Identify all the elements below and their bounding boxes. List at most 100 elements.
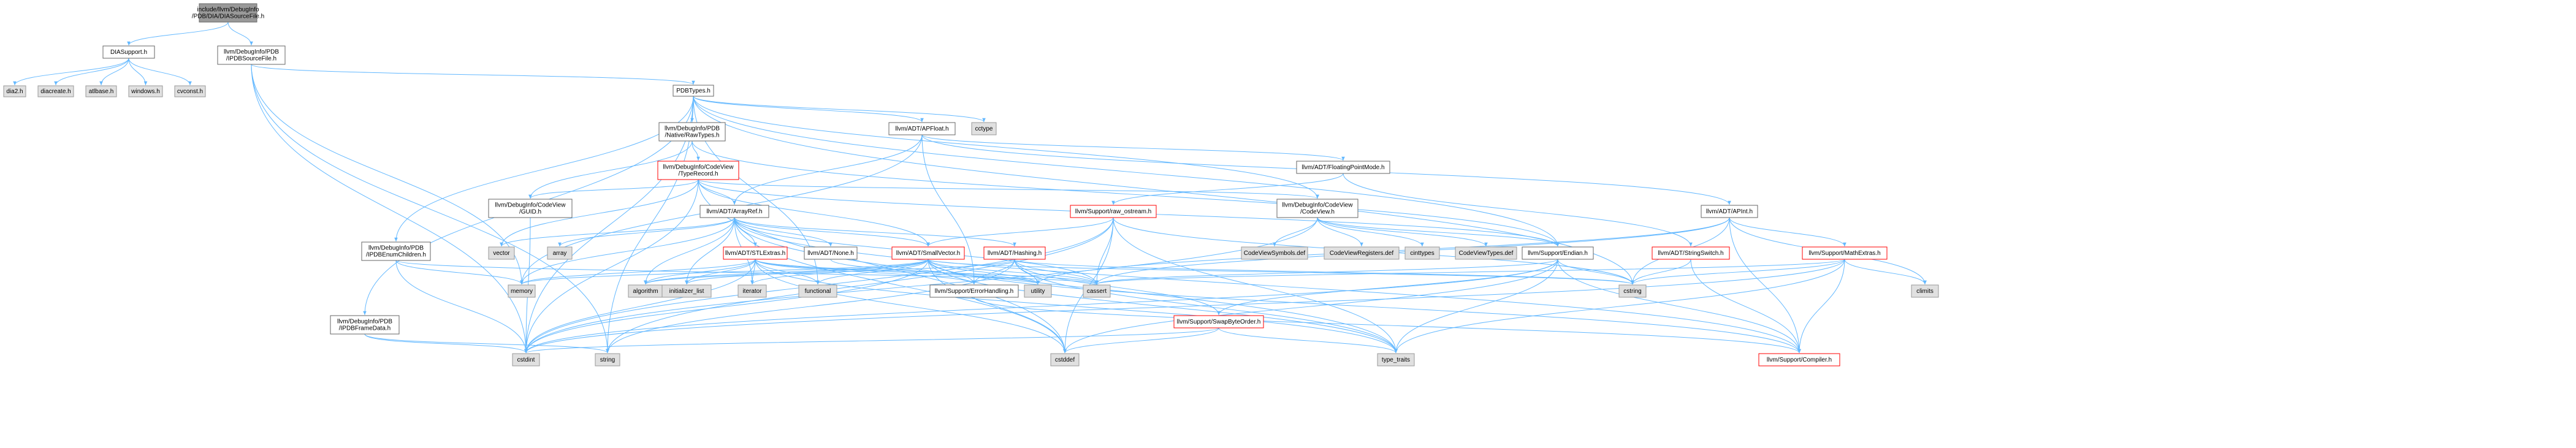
node-cvconst[interactable]: cvconst.h <box>174 85 206 97</box>
node-cassert[interactable]: cassert <box>1083 284 1111 298</box>
node-box <box>595 353 620 366</box>
node-cctype[interactable]: cctype <box>971 122 997 135</box>
node-mathextras[interactable]: llvm/Support/MathExtras.h <box>1802 246 1888 260</box>
node-functional[interactable]: functional <box>798 284 837 298</box>
node-guid[interactable]: llvm/DebugInfo/CodeView/GUID.h <box>488 199 573 218</box>
edge-line <box>644 259 756 285</box>
node-cstring[interactable]: cstring <box>1618 284 1647 298</box>
node-box <box>983 246 1046 260</box>
node-box <box>661 284 712 298</box>
node-codeviewtypes[interactable]: CodeViewTypes.def <box>1455 246 1517 260</box>
node-climits[interactable]: climits <box>1911 284 1939 298</box>
node-dia2[interactable]: dia2.h <box>3 85 26 97</box>
edge-line <box>99 58 129 86</box>
edge-swapbyteorder-to-cstdint <box>524 327 1219 354</box>
edge-endian-to-cstddef <box>1063 259 1558 354</box>
edge-errorhandling-to-compiler <box>974 297 1801 354</box>
node-windows[interactable]: windows.h <box>128 85 163 97</box>
edge-line <box>520 259 756 285</box>
node-initializer_list[interactable]: initializer_list <box>661 284 712 298</box>
node-ipdbenumchildren[interactable]: llvm/DebugInfo/PDB/IPDBEnumChildren.h <box>361 241 431 261</box>
node-label: type_traits <box>1382 357 1410 363</box>
node-iterator[interactable]: iterator <box>737 284 767 298</box>
edge-arrayref-to-smallvector <box>734 217 930 247</box>
node-box <box>199 3 257 23</box>
node-floatingpointmode[interactable]: llvm/ADT/FloatingPointMode.h <box>1296 161 1390 174</box>
node-apfloat[interactable]: llvm/ADT/APFloat.h <box>888 122 956 135</box>
node-diasupport[interactable]: DIASupport.h <box>102 45 155 59</box>
edge-line <box>734 217 1067 354</box>
node-atlbase[interactable]: atlbase.h <box>85 85 117 97</box>
node-nativerawtypes[interactable]: llvm/DebugInfo/PDB/Native/RawTypes.h <box>658 122 726 142</box>
node-label: llvm/ADT/ArrayRef.h <box>706 208 762 215</box>
node-label: llvm/DebugInfo/CodeView <box>1282 202 1354 209</box>
edge-line <box>13 58 129 86</box>
edge-arrayref-to-adtnone <box>734 217 833 247</box>
node-label: llvm/Support/ErrorHandling.h <box>935 288 1013 295</box>
node-arrayref[interactable]: llvm/ADT/ArrayRef.h <box>699 205 769 218</box>
edge-line <box>1273 217 1318 247</box>
edge-pdbtypes-to-string <box>606 96 694 354</box>
node-cstdint[interactable]: cstdint <box>512 353 540 366</box>
edge-typerecord-to-codeview <box>698 179 1319 199</box>
node-adtnone[interactable]: llvm/ADT/None.h <box>804 246 858 260</box>
edge-endian-to-typetraits <box>1394 259 1558 354</box>
node-label: llvm/ADT/SmallVector.h <box>896 250 960 257</box>
edge-smallvector-to-compiler <box>928 259 1801 354</box>
edge-stlextras-to-utility <box>755 259 1040 285</box>
node-ipdbframedata[interactable]: llvm/DebugInfo/PDB/IPDBFrameData.h <box>330 315 400 335</box>
node-compiler[interactable]: llvm/Support/Compiler.h <box>1758 353 1840 366</box>
edge-line <box>928 259 1398 354</box>
edge-stlextras-to-memory <box>520 259 756 285</box>
edge-smallvector-to-initializer_list <box>685 259 929 285</box>
node-swapbyteorder[interactable]: llvm/Support/SwapByteOrder.h <box>1173 315 1264 328</box>
node-pdbtypes[interactable]: PDBTypes.h <box>673 85 714 97</box>
node-typetraits[interactable]: type_traits <box>1377 353 1415 366</box>
node-label: llvm/ADT/FloatingPointMode.h <box>1301 164 1384 171</box>
edge-diasupport-to-cvconst <box>128 58 192 86</box>
node-label: cstring <box>1623 288 1641 295</box>
node-algorithm[interactable]: algorithm <box>628 284 663 298</box>
edge-smallvector-to-utility <box>928 259 1040 285</box>
node-stlextras[interactable]: llvm/ADT/STLExtras.h <box>723 246 788 260</box>
node-cinttypes[interactable]: cinttypes <box>1404 246 1440 260</box>
node-vector[interactable]: vector <box>488 246 515 260</box>
edge-mathextras-to-cstdint <box>524 259 1845 354</box>
node-hashing[interactable]: llvm/ADT/Hashing.h <box>983 246 1046 260</box>
node-diacreate[interactable]: diacreate.h <box>37 85 74 97</box>
node-apint[interactable]: llvm/ADT/APInt.h <box>1701 205 1758 218</box>
node-utility[interactable]: utility <box>1024 284 1052 298</box>
edge-line <box>128 58 148 86</box>
node-codeview[interactable]: llvm/DebugInfo/CodeView/CodeView.h <box>1276 199 1358 218</box>
node-label: algorithm <box>633 288 658 295</box>
edge-line <box>734 217 1801 354</box>
node-codeviewregisters[interactable]: CodeViewRegisters.def <box>1324 246 1400 260</box>
node-smallvector[interactable]: llvm/ADT/SmallVector.h <box>891 246 965 260</box>
edge-line <box>251 64 609 354</box>
node-cstddef[interactable]: cstddef <box>1050 353 1080 366</box>
node-errorhandling[interactable]: llvm/Support/ErrorHandling.h <box>929 284 1019 298</box>
node-label: llvm/Support/Endian.h <box>1528 250 1588 257</box>
edge-line <box>1690 259 1801 354</box>
node-typerecord[interactable]: llvm/DebugInfo/CodeView/TypeRecord.h <box>657 161 739 180</box>
node-string[interactable]: string <box>595 353 620 366</box>
edge-line <box>698 179 736 205</box>
node-rawostream[interactable]: llvm/Support/raw_ostream.h <box>1070 205 1157 218</box>
node-box <box>929 284 1019 298</box>
node-codeviewsymbols[interactable]: CodeViewSymbols.def <box>1241 246 1308 260</box>
edge-line <box>928 259 1099 285</box>
edge-codeview-to-codeviewsymbols <box>1273 217 1318 247</box>
node-stringswitch[interactable]: llvm/ADT/StringSwitch.h <box>1652 246 1730 260</box>
edge-line <box>693 96 986 123</box>
edge-apfloat-to-arrayref <box>733 134 923 205</box>
node-ipdbsourcefile[interactable]: llvm/DebugInfo/PDB/IPDBSourceFile.h <box>217 45 286 65</box>
node-array[interactable]: array <box>547 246 573 260</box>
edge-hashing-to-typetraits <box>1014 259 1398 354</box>
edge-line <box>520 217 735 285</box>
node-memory[interactable]: memory <box>508 284 536 298</box>
edge-arrayref-to-array <box>558 217 735 247</box>
edge-line <box>524 179 699 354</box>
node-root[interactable]: include/llvm/DebugInfo/PDB/DIA/DIASource… <box>192 3 264 23</box>
node-endian[interactable]: llvm/Support/Endian.h <box>1522 246 1594 260</box>
edge-line <box>1111 173 1344 205</box>
